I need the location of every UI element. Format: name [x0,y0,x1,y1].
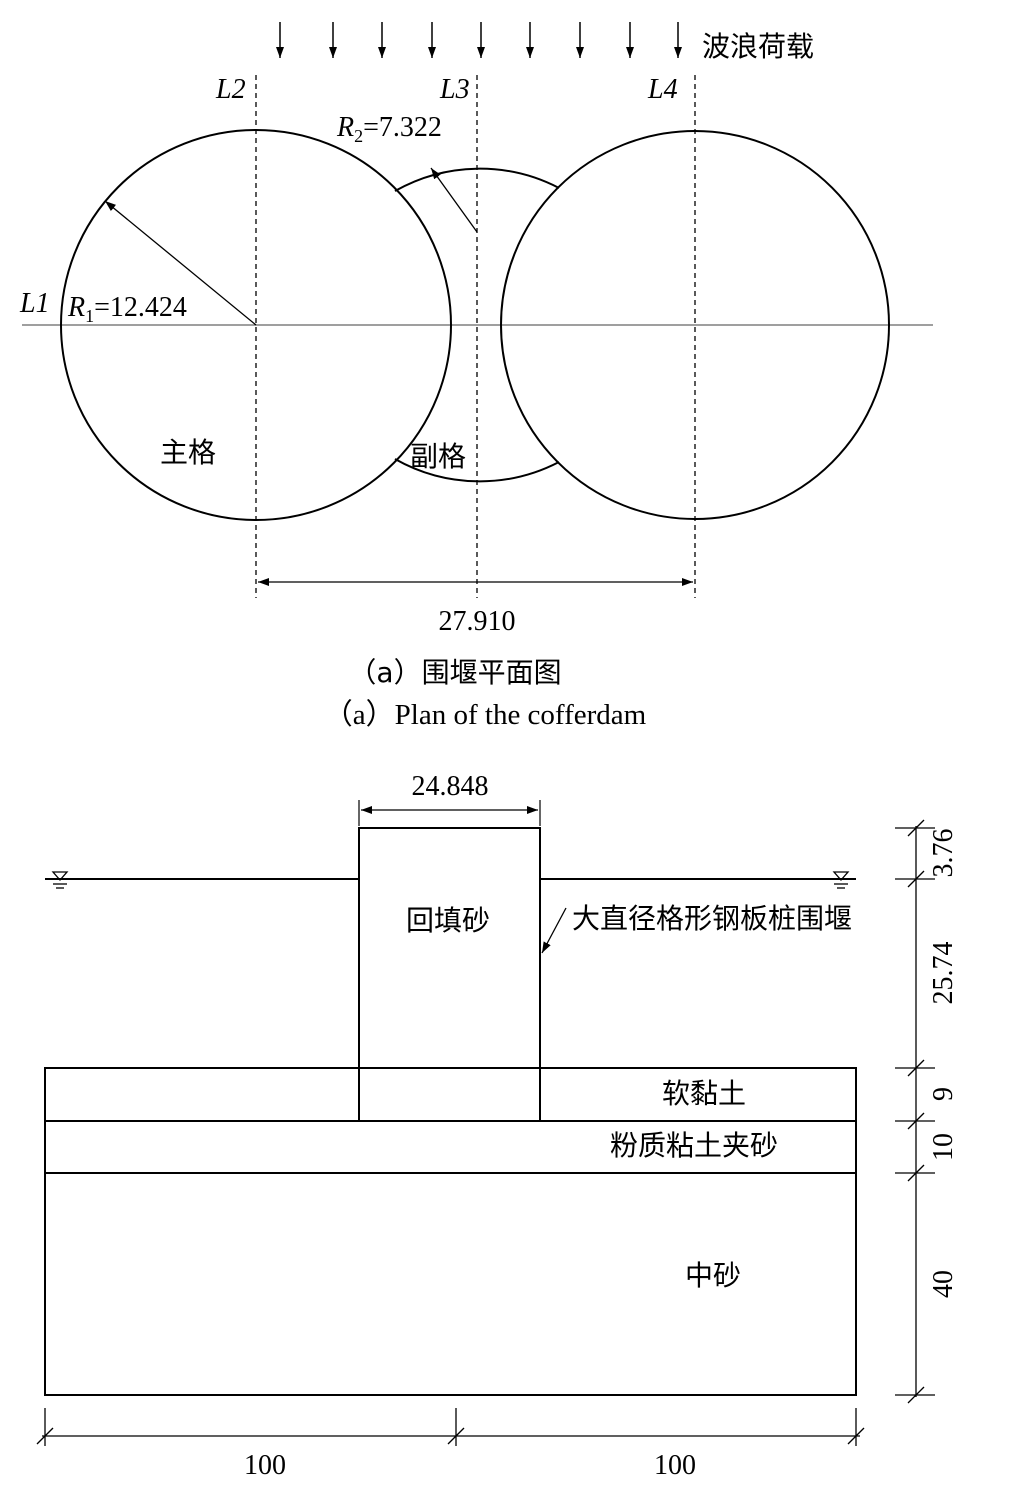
vertical-dim-5: 40 [928,1270,959,1298]
main-cell-label: 主格 [160,436,216,469]
water-level-symbol-right [832,871,850,889]
top-width-value: 24.848 [412,771,489,802]
spacing-dimension-value: 27.910 [439,606,516,637]
axis-label-l3: L3 [439,74,470,105]
plan-caption-en: （a）Plan of the cofferdam [324,699,647,731]
radius-r2-label: R2=7.322 [336,112,442,146]
horizontal-dimension-ticks [36,1408,865,1446]
silty-clay-sand-label: 粉质粘土夹砂 [610,1129,778,1162]
vertical-dim-1: 3.76 [928,829,959,878]
cofferdam-label: 大直径格形钢板桩围堰 [572,902,852,935]
main-cell-right [500,130,890,520]
axis-label-l2: L2 [215,74,246,105]
soft-clay-label: 软黏土 [662,1077,746,1110]
axis-label-l1: L1 [19,288,50,319]
wave-load-arrows [276,22,682,58]
radius-r1-line [104,200,257,326]
vertical-dim-3: 9 [928,1087,959,1101]
vertical-dimension-ticks [895,819,935,1404]
horizontal-dim-right: 100 [654,1450,696,1481]
cofferdam-leader-line [541,907,567,954]
sub-cell-label: 副格 [410,440,466,473]
backfill-sand-label: 回填砂 [406,904,490,937]
section-view: 24.848 回填砂 大直径格形钢板桩围堰 软黏土 粉质粘土夹砂 中砂 [36,771,959,1481]
wave-load-label: 波浪荷载 [702,30,814,63]
radius-r1-label: R1=12.424 [67,292,187,326]
cofferdam-body [358,827,541,1122]
vertical-dim-2: 25.74 [928,942,959,1005]
medium-sand-layer [44,1172,857,1396]
plan-caption-cn: （a）围堰平面图 [348,656,561,689]
sub-cell-bottom-arc [394,458,560,483]
radius-r2-line [430,167,478,233]
sub-cell-top-arc [394,167,560,192]
axis-label-l4: L4 [647,74,678,105]
medium-sand-label: 中砂 [685,1259,741,1292]
main-cell-left [60,129,452,521]
water-level-symbol-left [51,871,69,889]
horizontal-dim-left: 100 [244,1450,286,1481]
vertical-dim-4: 10 [928,1133,959,1161]
plan-view: 波浪荷载 L1 L2 L3 L4 R1=12.424 R2=7.322 主格 副… [19,22,933,731]
